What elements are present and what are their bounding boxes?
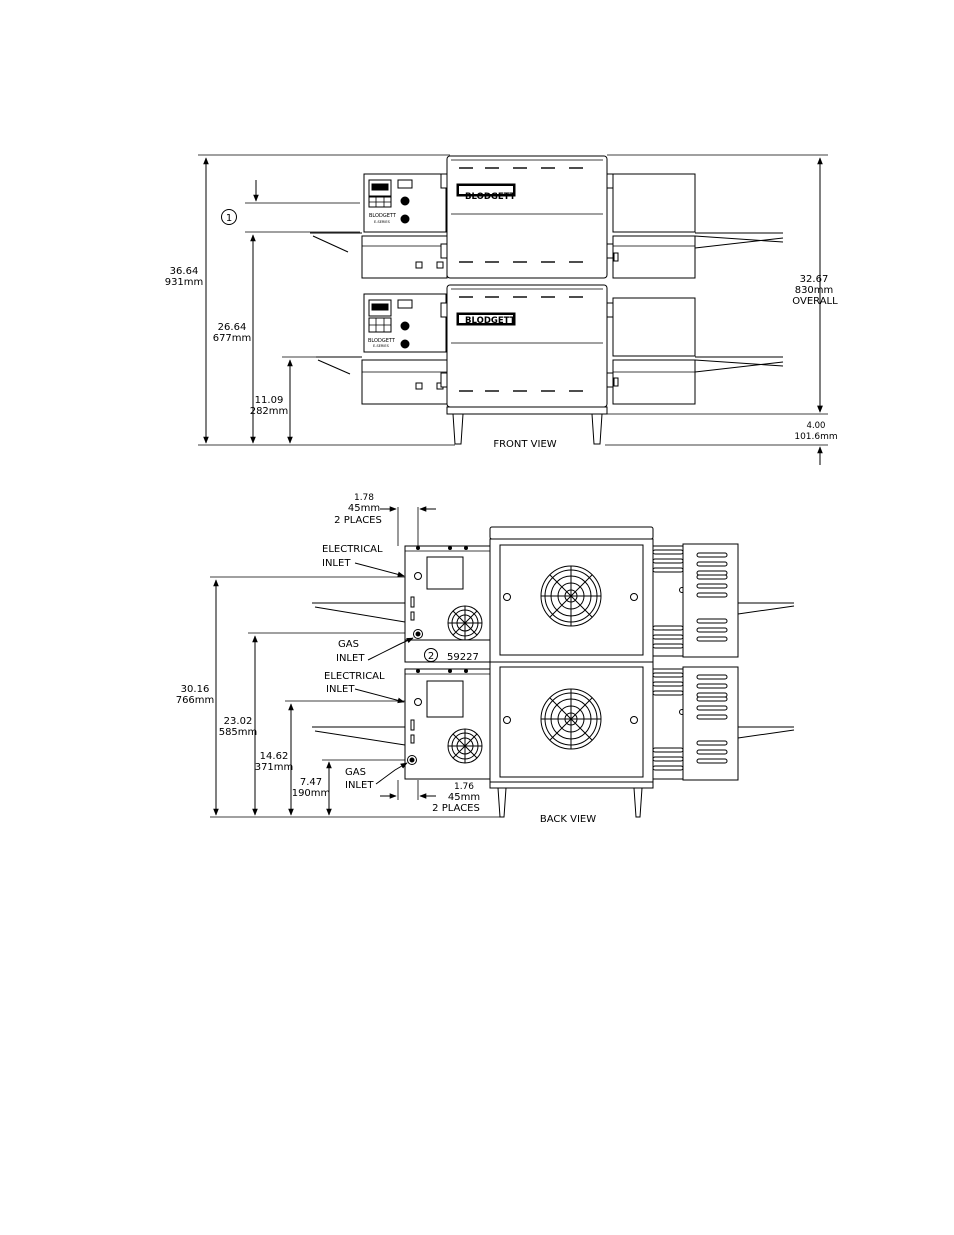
- back-view-label: BACK VIEW: [540, 814, 596, 825]
- dim-gas-top-mm: 585mm: [219, 727, 258, 738]
- lower-service-fan-icon: [448, 729, 482, 763]
- front-leg-right: [592, 414, 602, 444]
- upper-fan-icon: [541, 566, 601, 626]
- dim-gas-bottom-in: 7.47: [300, 777, 322, 788]
- upper-control-knob: [401, 197, 409, 205]
- gas-inlet-bottom-line1: GAS: [345, 767, 366, 778]
- upper-panel-brand: BLODGETT: [369, 213, 397, 219]
- lower-conveyor-housing-left: [362, 360, 447, 404]
- dim-overall-mm: 830mm: [795, 285, 834, 296]
- dim-lower-conveyor-mm: 282mm: [250, 406, 289, 417]
- dim-elec-top-in: 30.16: [181, 684, 210, 695]
- front-leg-left: [453, 414, 463, 444]
- dim-gas-bottom-mm: 190mm: [292, 788, 331, 799]
- elec-inlet-bottom-line1: ELECTRICAL: [324, 671, 385, 682]
- gas-inlet-top-line2: INLET: [336, 653, 365, 664]
- front-view-label: FRONT VIEW: [493, 439, 556, 450]
- upper-control-knob-2: [401, 215, 409, 223]
- upper-conveyor-housing-right: [613, 236, 695, 278]
- upper-oven-brand: BLODGETT: [465, 192, 516, 202]
- dim-overall-word: OVERALL: [792, 296, 838, 307]
- upper-right-hood: [613, 174, 695, 232]
- dim-height-mm: 931mm: [165, 277, 204, 288]
- lower-right-hood: [613, 298, 695, 356]
- front-lower-oven: BLODGETT E-SERIES BLODGETT: [316, 285, 783, 444]
- dim-height-in: 36.64: [170, 266, 199, 277]
- dim-elec-bottom-in: 14.62: [260, 751, 289, 762]
- gas-inlet-top-line1: GAS: [338, 639, 359, 650]
- lower-control-knob-2: [401, 340, 409, 348]
- dim-upper-conveyor-in: 26.64: [218, 322, 247, 333]
- dim-upper-conveyor-mm: 677mm: [213, 333, 252, 344]
- elec-inlet-top-line1: ELECTRICAL: [322, 544, 383, 555]
- front-view: BLODGETT E-SERIES BLODGETT: [165, 155, 838, 465]
- gas-inlet-bottom-line2: INLET: [345, 780, 374, 791]
- upper-right-hood-back: [683, 544, 738, 657]
- dim-lower-conveyor-in: 11.09: [255, 395, 284, 406]
- bottom-offset-mm: 45mm: [448, 792, 480, 803]
- lower-fan-icon: [541, 689, 601, 749]
- dim-legs-in: 4.00: [807, 421, 826, 431]
- bottom-offset-places: 2 PLACES: [432, 803, 480, 814]
- lower-oven-brand: BLODGETT: [465, 316, 516, 326]
- callout-2-number: 2: [428, 651, 434, 662]
- lower-control-knob: [401, 322, 409, 330]
- dim-elec-top-mm: 766mm: [176, 695, 215, 706]
- lower-service-box: [405, 669, 490, 779]
- elec-inlet-bottom-line2: INLET: [326, 684, 355, 695]
- dim-gas-top-in: 23.02: [224, 716, 253, 727]
- part-number: 59227: [447, 652, 479, 663]
- upper-panel-model: E-SERIES: [374, 220, 391, 224]
- top-offset-in: 1.78: [354, 493, 374, 503]
- top-offset-mm: 45mm: [348, 503, 380, 514]
- dim-elec-bottom-mm: 371mm: [255, 762, 294, 773]
- upper-conveyor-housing-left: [362, 236, 447, 278]
- dim-overall-in: 32.67: [800, 274, 829, 285]
- front-upper-oven: BLODGETT E-SERIES BLODGETT: [310, 156, 783, 278]
- bottom-offset-in: 1.76: [454, 782, 474, 792]
- front-base: [447, 407, 607, 414]
- callout-1-number: 1: [226, 213, 232, 224]
- dim-legs-mm: 101.6mm: [794, 432, 837, 442]
- back-base: [490, 782, 653, 788]
- back-leg-right: [634, 788, 642, 817]
- lower-panel-model: E-SERIES: [373, 344, 390, 348]
- back-view: 2 59227: [176, 493, 794, 825]
- top-offset-places: 2 PLACES: [334, 515, 382, 526]
- back-top-cap: [490, 527, 653, 539]
- elec-inlet-top-line2: INLET: [322, 558, 351, 569]
- lower-conveyor-housing-right: [613, 360, 695, 404]
- upper-service-fan-icon: [448, 606, 482, 640]
- back-leg-left: [498, 788, 506, 817]
